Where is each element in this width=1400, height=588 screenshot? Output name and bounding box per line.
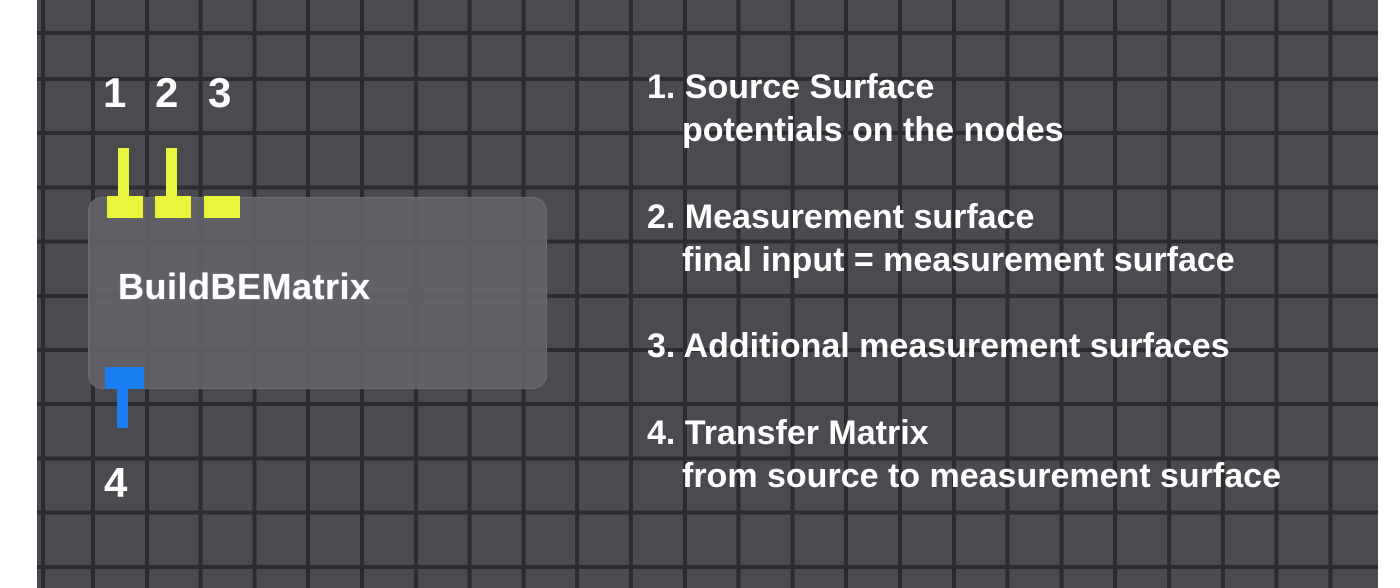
input-port-2[interactable] bbox=[155, 196, 191, 218]
legend-detail: from source to measurement surface bbox=[682, 457, 1281, 495]
output-port-1-number: 4 bbox=[104, 459, 128, 506]
input-port-1[interactable] bbox=[107, 196, 143, 218]
buildbematrix-module[interactable]: BuildBEMatrix bbox=[88, 197, 547, 389]
legend-heading: 1. Source Surface bbox=[647, 68, 935, 106]
input-port-3[interactable] bbox=[204, 196, 240, 218]
legend-detail: potentials on the nodes bbox=[682, 111, 1064, 149]
legend-heading: 3. Additional measurement surfaces bbox=[647, 327, 1230, 365]
module-title: BuildBEMatrix bbox=[118, 266, 371, 307]
output-port-1[interactable] bbox=[105, 367, 144, 389]
network-canvas[interactable]: 1 2 3 BuildBEMatrix 4 1. Source Surface … bbox=[37, 0, 1378, 588]
legend-item-additional-surfaces: 3. Additional measurement surfaces bbox=[647, 325, 1230, 368]
legend-item-source-surface: 1. Source Surface potentials on the node… bbox=[647, 66, 1064, 152]
legend-detail: final input = measurement surface bbox=[682, 241, 1235, 279]
legend-item-transfer-matrix: 4. Transfer Matrix from source to measur… bbox=[647, 412, 1281, 498]
input-port-1-number: 1 bbox=[103, 69, 127, 116]
input-port-2-number: 2 bbox=[155, 69, 179, 116]
output-port-1-connection bbox=[117, 387, 128, 428]
legend-heading: 2. Measurement surface bbox=[647, 198, 1035, 236]
input-port-2-connection bbox=[166, 148, 177, 198]
input-port-3-number: 3 bbox=[208, 69, 232, 116]
input-port-1-connection bbox=[118, 148, 129, 198]
legend-item-measurement-surface: 2. Measurement surface final input = mea… bbox=[647, 196, 1235, 282]
legend-heading: 4. Transfer Matrix bbox=[647, 414, 929, 452]
